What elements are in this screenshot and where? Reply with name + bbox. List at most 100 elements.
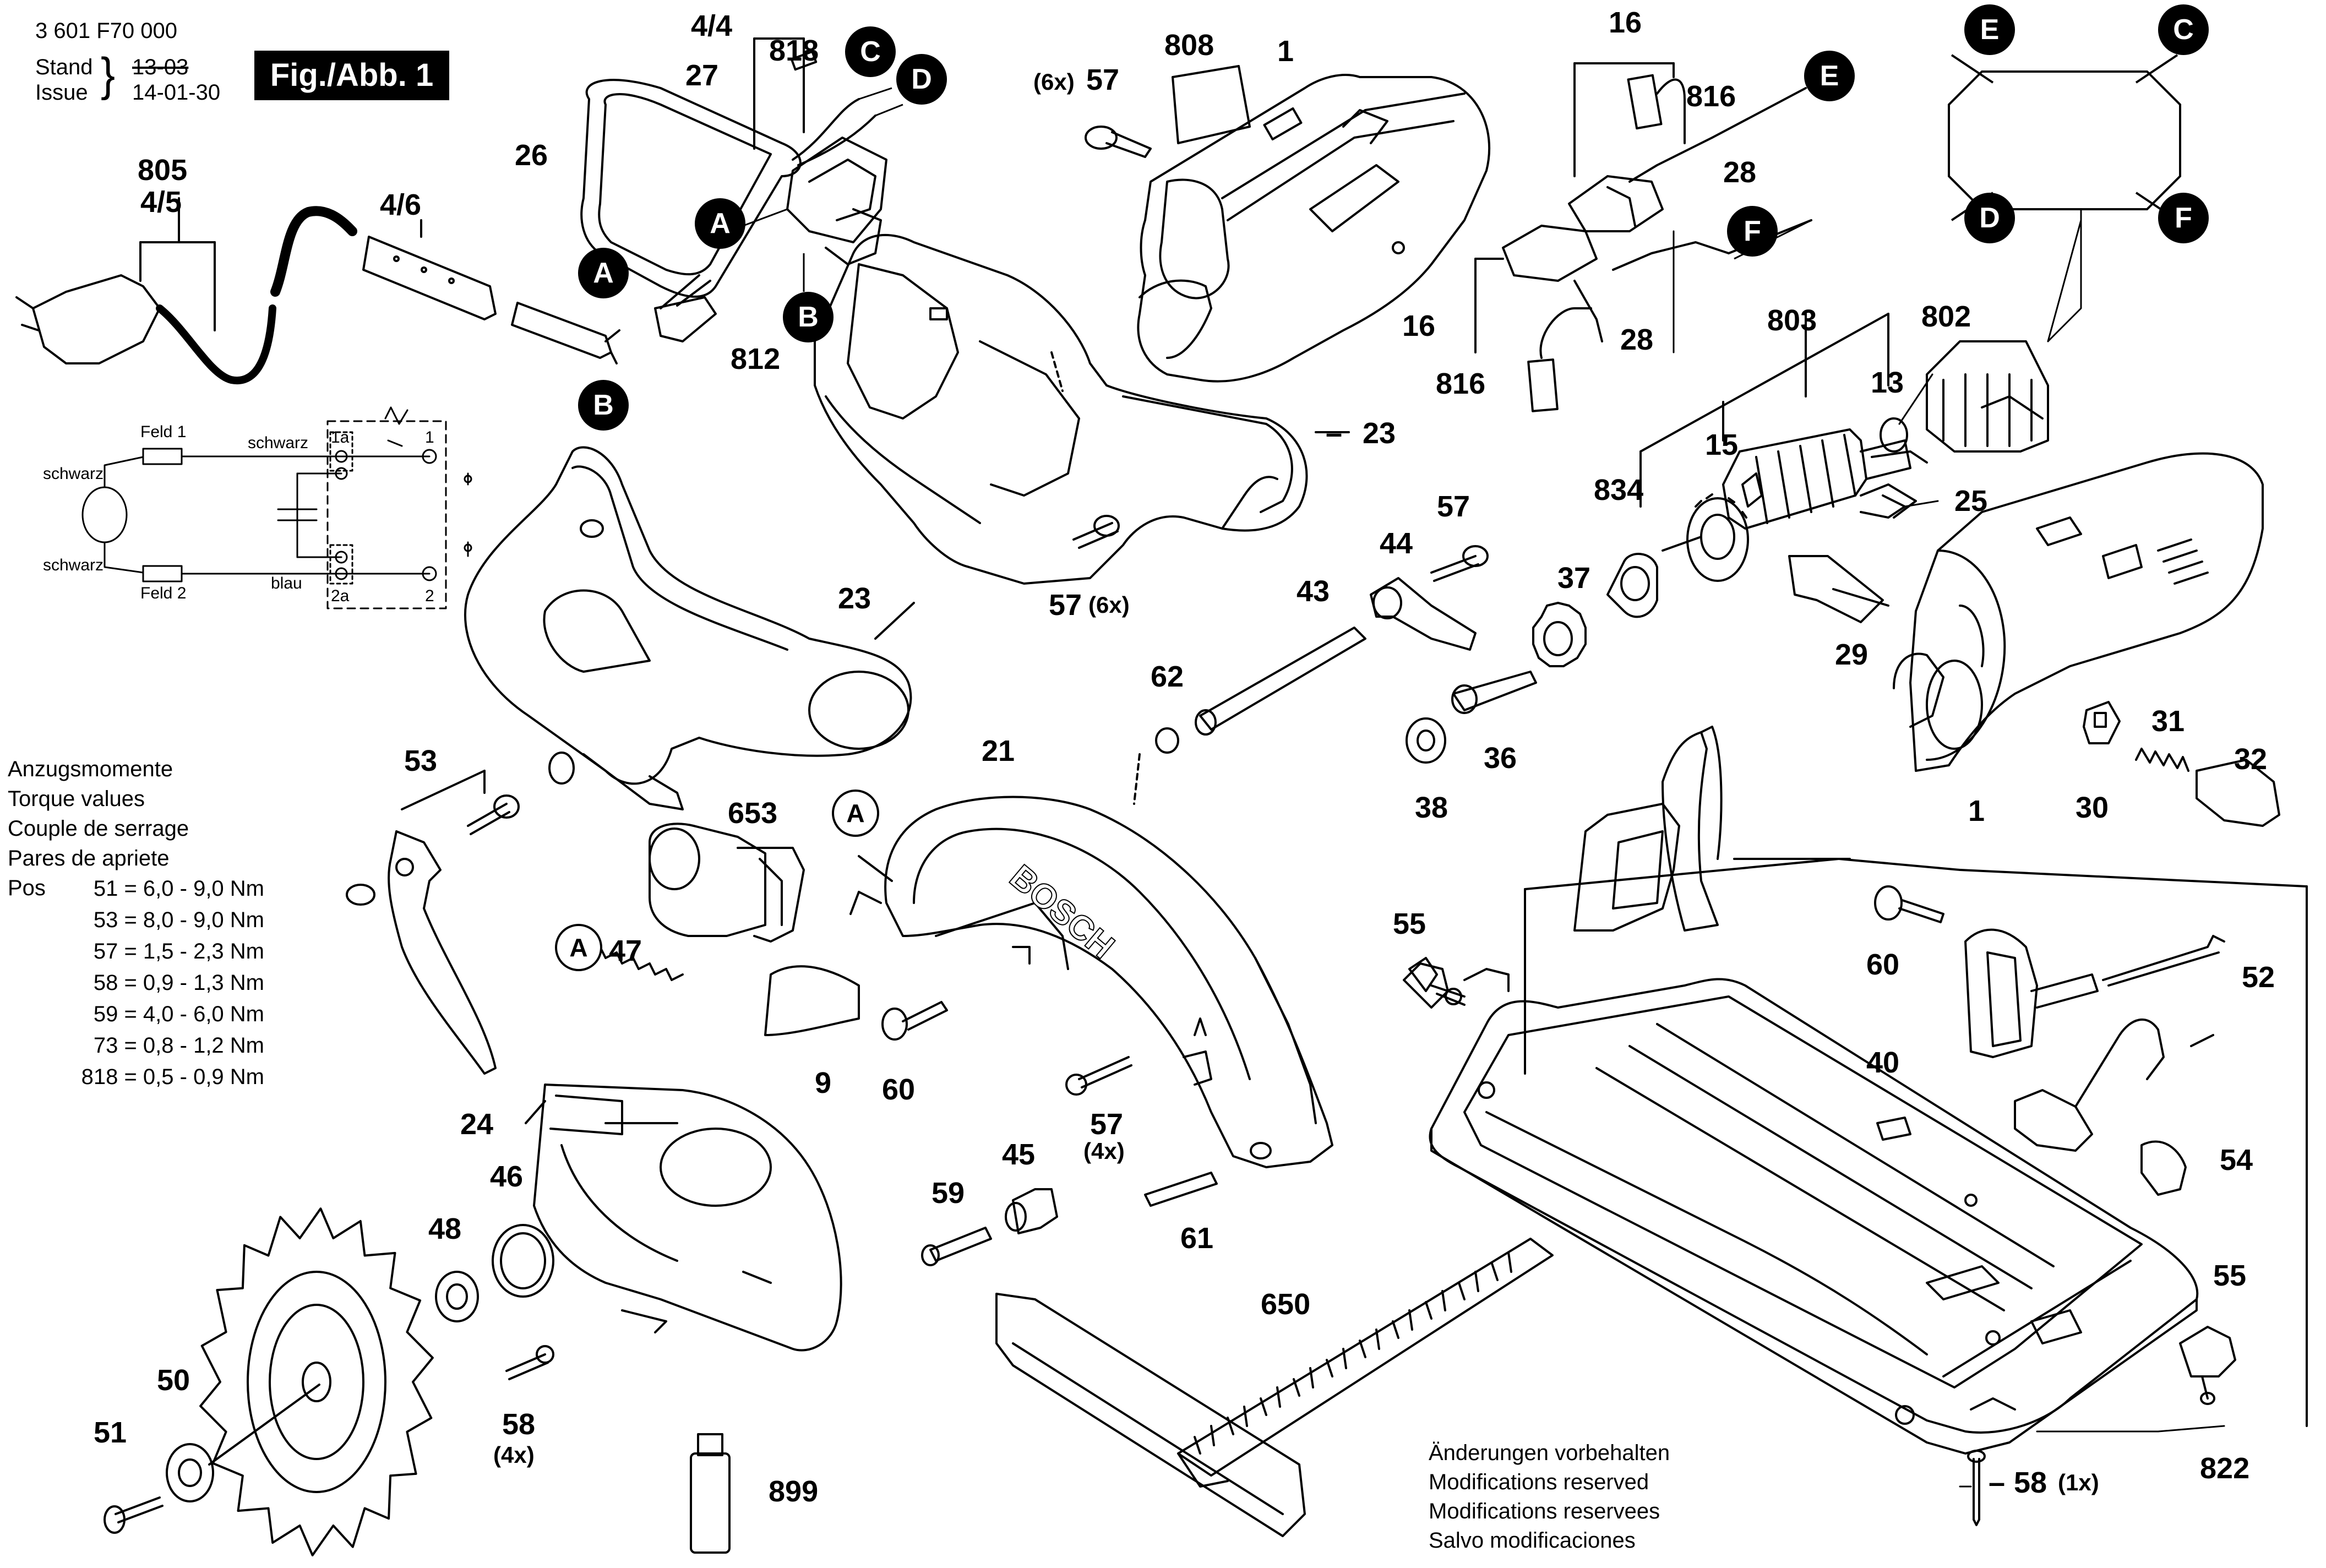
wiring-schwarz-left-top: schwarz <box>43 465 104 483</box>
part-45-label: 45 <box>1002 1138 1036 1171</box>
part-37-label: 37 <box>1557 562 1591 595</box>
part-54-label: 54 <box>2220 1144 2253 1177</box>
part-16-top-label: 16 <box>1609 6 1642 39</box>
part-40-label: 40 <box>1866 1046 1900 1079</box>
part-52-label: 52 <box>2242 961 2275 994</box>
angle-parts-right <box>1875 886 2307 1195</box>
brace-icon: } <box>101 47 116 101</box>
part-28-lower-label: 28 <box>1620 323 1654 356</box>
part-57-top-qty: (6x) <box>1033 69 1075 95</box>
connector-c-badge: C <box>845 26 896 77</box>
base-plate <box>1430 979 2197 1453</box>
angle-bracket-left <box>1409 727 2307 1426</box>
part-43-label: 43 <box>1297 575 1330 608</box>
part-4-6-label: 4/6 <box>380 188 422 221</box>
part-13-label: 13 <box>1871 366 1904 399</box>
wiring-terminal-2: 2 <box>425 587 434 605</box>
wiring-feld2: Feld 2 <box>140 584 187 602</box>
wiring-schwarz-left-bottom: schwarz <box>43 556 104 574</box>
ring-c-badge: C <box>2158 4 2209 55</box>
grease-tube <box>691 1434 729 1553</box>
part-834-label: 834 <box>1594 473 1644 507</box>
connector-a-cable-badge: A <box>578 248 629 298</box>
saw-blade <box>105 1208 433 1555</box>
leader-dash: – <box>1989 1466 2006 1499</box>
note-en: Modifications reserved <box>1429 1470 1649 1494</box>
part-808-label: 808 <box>1164 29 1214 62</box>
part-58-bottom-qty: (1x) <box>2058 1469 2099 1495</box>
wiring-schwarz-top: schwarz <box>248 434 309 452</box>
part-47-label: 47 <box>609 934 642 967</box>
part-1-motor-label: 1 <box>1968 794 1985 827</box>
part-57-housing-label: 57 <box>1049 589 1082 622</box>
part-24-label: 24 <box>460 1108 494 1141</box>
wiring-feld1: Feld 1 <box>140 423 187 441</box>
issue-value: 14-01-30 <box>132 80 221 105</box>
washers <box>436 1219 553 1321</box>
torque-row: 818 = 0,5 - 0,9 Nm <box>81 1065 264 1089</box>
part-16-lower-label: 16 <box>1402 309 1436 342</box>
part-59-label: 59 <box>932 1177 965 1210</box>
torque-title-en: Torque values <box>8 787 145 811</box>
part-822-label: 822 <box>2200 1452 2250 1485</box>
note-fr: Modifications reservees <box>1429 1499 1660 1523</box>
part-51-label: 51 <box>94 1416 127 1449</box>
guard-small-parts <box>765 966 1217 1265</box>
part-32-label: 32 <box>2234 743 2268 776</box>
bosch-logo: BOSCH <box>1003 858 1121 966</box>
label-plate <box>1173 66 1250 143</box>
part-57-guard-label: 57 <box>1090 1108 1124 1141</box>
part-62-label: 62 <box>1151 660 1184 693</box>
part-816-lower-label: 816 <box>1436 367 1486 400</box>
field-and-housing <box>1789 341 2263 771</box>
part-23-handle-label: 23 <box>838 582 871 615</box>
connector-a-outline-guard: A <box>832 790 879 837</box>
wiring-terminal-2a: 2a <box>331 587 350 605</box>
part-4-4-label: 4/4 <box>691 9 733 42</box>
part-58-bottom-label: 58 <box>2014 1466 2047 1499</box>
part-38-label: 38 <box>1415 791 1448 824</box>
torque-row: 59 = 4,0 - 6,0 Nm <box>93 1002 264 1026</box>
torque-row: 73 = 0,8 - 1,2 Nm <box>93 1033 264 1058</box>
part-36-label: 36 <box>1484 742 1517 775</box>
lower-guard <box>526 1085 841 1351</box>
connector-e-badge: E <box>1804 51 1855 101</box>
ring-d-badge: D <box>1964 193 2015 243</box>
knob-55 <box>1404 963 2235 1404</box>
part-53-label: 53 <box>404 744 438 777</box>
part-44-label: 44 <box>1380 527 1413 560</box>
parallel-guide <box>996 1239 1553 1536</box>
torque-row: 58 = 0,9 - 1,3 Nm <box>93 971 264 995</box>
part-28-top-label: 28 <box>1723 156 1757 189</box>
gear-bearing-parts <box>1407 554 1657 763</box>
part-653-label: 653 <box>728 797 778 830</box>
part-55-right-label: 55 <box>2213 1259 2247 1292</box>
part-57-top-label: 57 <box>1086 63 1120 96</box>
part-60-right-label: 60 <box>1866 948 1900 981</box>
figure-label: Fig./Abb. 1 <box>254 51 449 100</box>
part-25-label: 25 <box>1954 484 1988 518</box>
part-650-label: 650 <box>1261 1288 1311 1321</box>
motor-housing-shell <box>815 235 1349 584</box>
wiring-terminal-1: 1 <box>425 428 434 447</box>
torque-row: 53 = 8,0 - 9,0 Nm <box>93 908 264 932</box>
part-4-5-label: 4/5 <box>140 186 182 219</box>
torque-title-de: Anzugsmomente <box>8 757 173 781</box>
screw-58-left <box>506 1346 553 1379</box>
wiring-schematic <box>83 407 471 608</box>
screw-58-bottom <box>1968 1451 1985 1525</box>
part-58-left-qty: (4x) <box>493 1442 535 1468</box>
torque-row: 51 = 6,0 - 9,0 Nm <box>93 876 264 901</box>
part-805-label: 805 <box>138 154 188 187</box>
torque-pos-label: Pos <box>8 876 46 900</box>
part-57-lever-label: 57 <box>1437 490 1470 523</box>
part-55-left-label: 55 <box>1393 907 1426 940</box>
handle-part <box>465 448 914 810</box>
part-46-label: 46 <box>490 1160 524 1193</box>
part-58-left-label: 58 <box>502 1408 536 1441</box>
part-21-label: 21 <box>982 734 1015 767</box>
part-61-label: 61 <box>1180 1222 1214 1255</box>
connector-f-badge: F <box>1727 206 1778 257</box>
switch-part <box>650 824 804 941</box>
